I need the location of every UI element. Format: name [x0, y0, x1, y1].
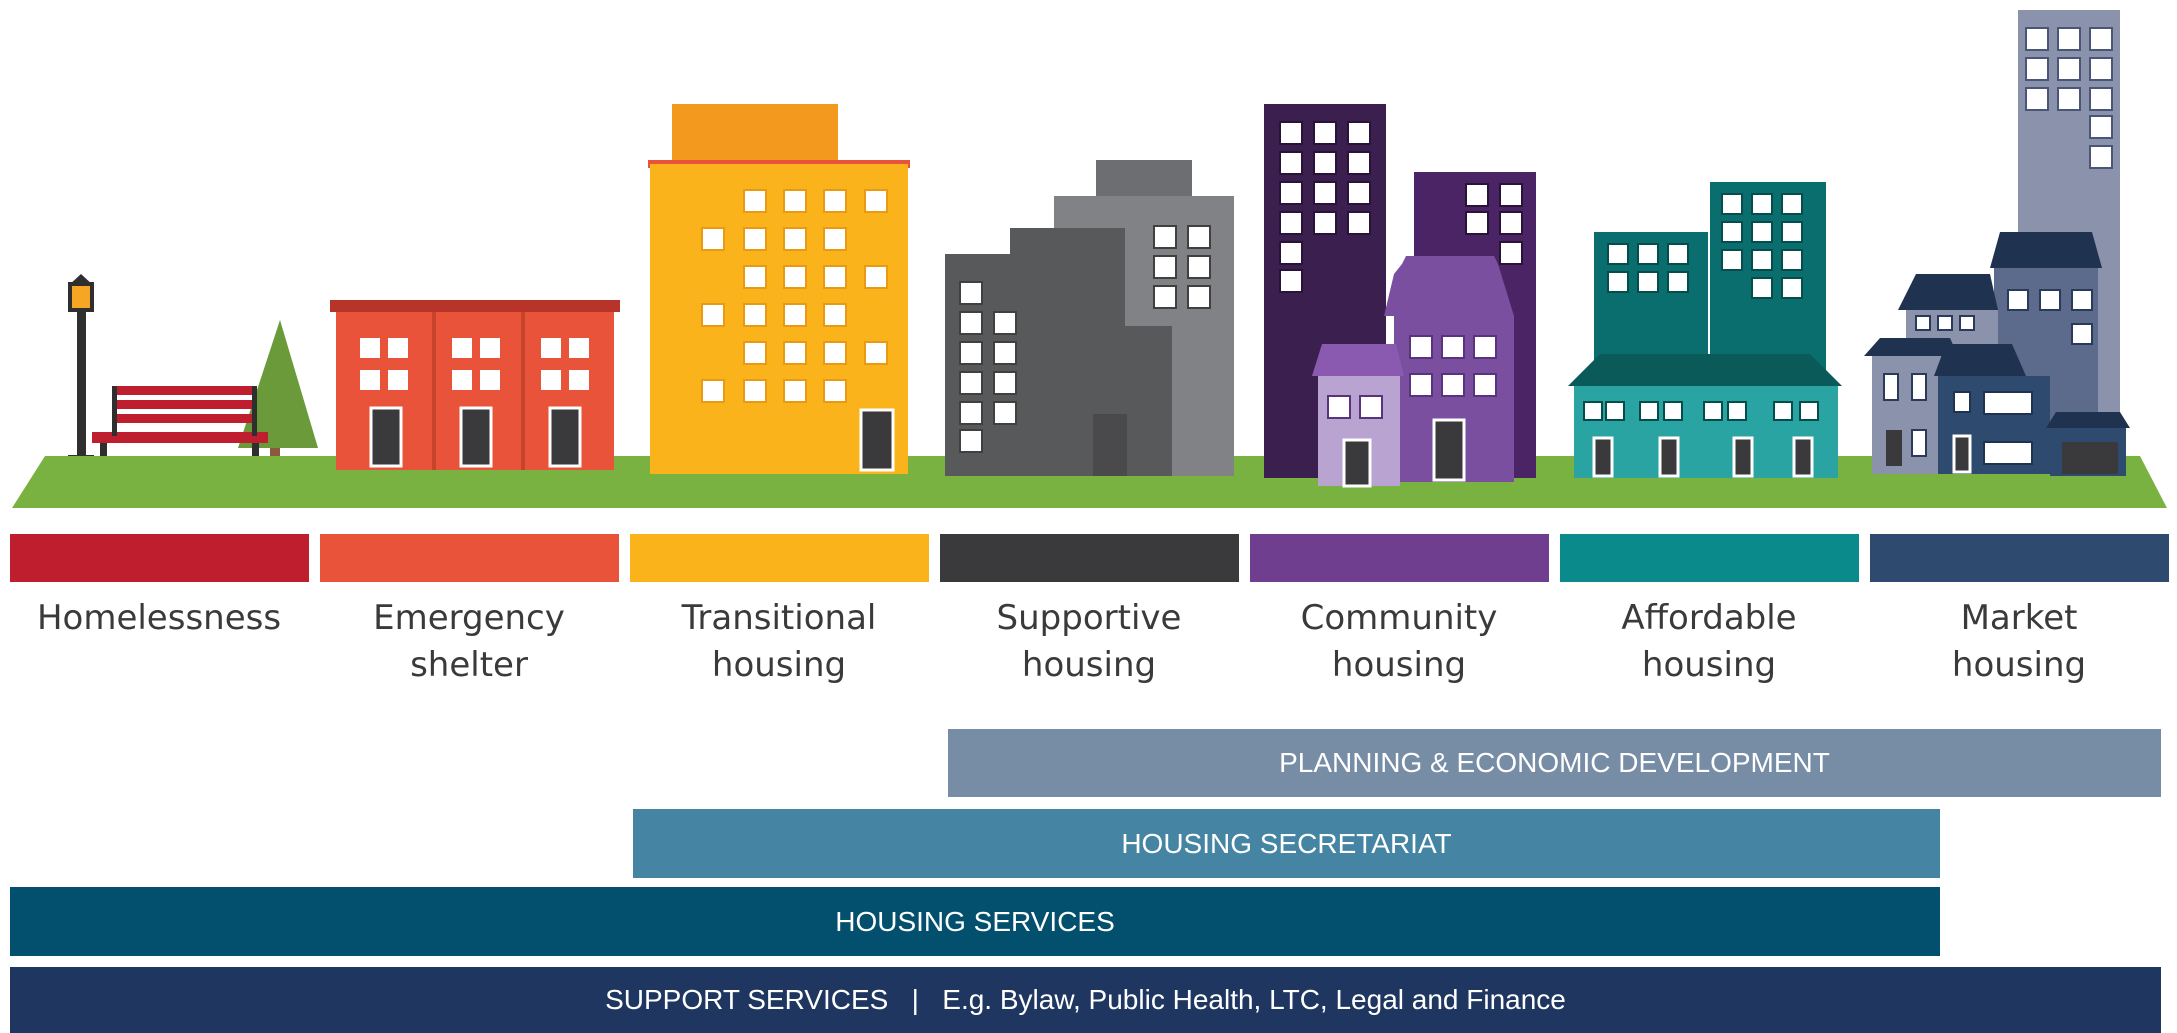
affordable-housing-label: Affordable housing — [1621, 598, 1797, 685]
emergency-shelter-bar — [320, 534, 619, 582]
market-housing-label: Market housing — [1951, 598, 2087, 685]
emergency-shelter-label: Emergency shelter — [373, 598, 565, 685]
transitional-housing-bar — [630, 534, 929, 582]
supportive-housing-building-icon — [945, 160, 1234, 476]
housing-secretariat-band: HOUSING SECRETARIAT — [633, 809, 1940, 878]
housing-services-label: HOUSING SERVICES — [835, 905, 1115, 937]
street-lamp-icon — [68, 274, 94, 464]
community-housing-building-icon — [1264, 104, 1536, 488]
market-housing-building-icon — [1864, 10, 2130, 476]
homelessness-label: Homelessness — [36, 598, 282, 638]
market-housing-bar — [1870, 534, 2169, 582]
transitional-housing-building-icon — [648, 104, 910, 474]
housing-secretariat-label: HOUSING SECRETARIAT — [1121, 827, 1452, 859]
emergency-shelter-building-icon — [330, 300, 620, 470]
community-housing-bar — [1250, 534, 1549, 582]
planning-economic-development-label: PLANNING & ECONOMIC DEVELOPMENT — [1279, 747, 1830, 778]
supportive-housing-label: Supportive housing — [996, 598, 1182, 685]
support-services-label: SUPPORT SERVICES | E.g. Bylaw, Public He… — [605, 984, 1566, 1015]
housing-services-band: HOUSING SERVICES — [10, 887, 1940, 956]
affordable-housing-bar — [1560, 534, 1859, 582]
transitional-housing-label: Transitional housing — [681, 598, 877, 685]
tree-icon — [238, 320, 318, 462]
supportive-housing-bar — [940, 534, 1239, 582]
community-housing-label: Community housing — [1300, 598, 1498, 685]
homelessness-bar — [10, 534, 309, 582]
support-services-band: SUPPORT SERVICES | E.g. Bylaw, Public He… — [10, 967, 2161, 1033]
affordable-housing-building-icon — [1568, 182, 1842, 478]
planning-economic-development-band: PLANNING & ECONOMIC DEVELOPMENT — [948, 729, 2161, 797]
